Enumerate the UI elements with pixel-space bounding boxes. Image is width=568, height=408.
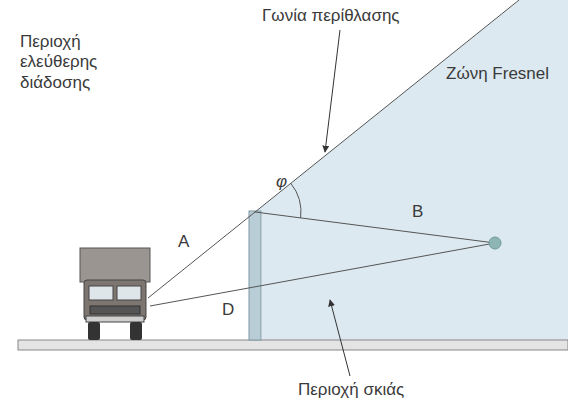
- receiver-point: [489, 237, 501, 249]
- path-letter: A: [178, 232, 189, 252]
- path-letter: B: [412, 202, 423, 222]
- truck-icon: [80, 248, 150, 340]
- diffraction-boundary-line: [148, 0, 519, 298]
- height-letter: D: [222, 300, 234, 320]
- zone-label: Ζώνη Fresnel: [446, 64, 549, 84]
- direct-path: [150, 243, 495, 306]
- barrier-wall: [249, 211, 261, 340]
- region-label: Περιοχή σκιάς: [298, 380, 404, 400]
- angle-arc: [291, 183, 301, 218]
- leader-line: [325, 30, 340, 152]
- shadow-region: [255, 0, 568, 340]
- diffracted-path-b: [255, 212, 495, 243]
- leader-line: [330, 300, 350, 376]
- ground: [18, 340, 568, 350]
- angle-label: Γωνία περίθλασης: [262, 6, 400, 26]
- angle-symbol: φ: [276, 172, 287, 192]
- region-label: Περιοχή ελεύθερης διάδοσης: [20, 32, 130, 93]
